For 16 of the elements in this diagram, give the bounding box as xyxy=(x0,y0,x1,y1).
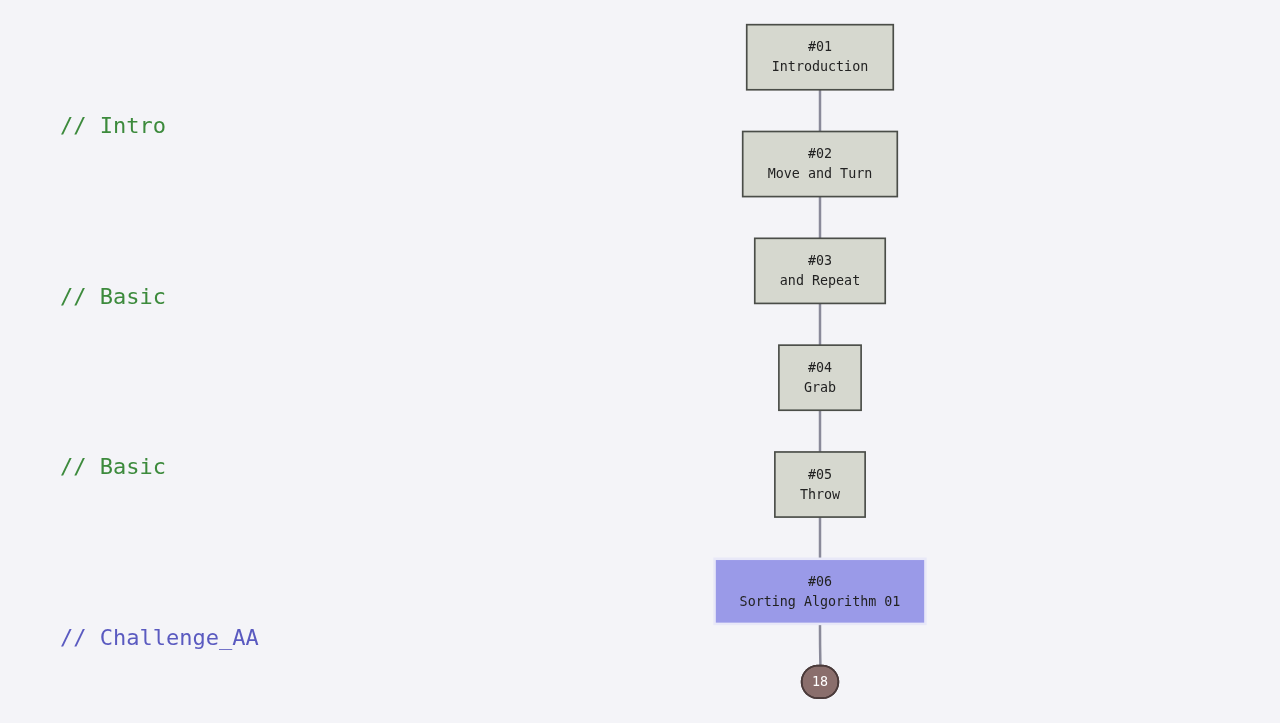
code-comment: // Challenge_AA xyxy=(60,625,260,651)
connector xyxy=(818,517,822,559)
code-comment: // Intro xyxy=(60,112,167,138)
connector xyxy=(818,410,822,453)
node-box: #01 Introduction xyxy=(745,23,895,91)
code-comment: // Basic xyxy=(60,454,167,480)
connector xyxy=(818,623,822,667)
node-box: #03 and Repeat xyxy=(753,237,887,305)
node-box: #05 Throw xyxy=(774,451,866,518)
node-box: #06 Sorting Algorithm 01 xyxy=(713,557,927,626)
connector xyxy=(818,303,822,346)
node-box: #02 Move and Turn xyxy=(741,130,899,198)
code-comment: // Basic xyxy=(60,283,167,309)
connector xyxy=(818,196,822,239)
connector xyxy=(818,89,822,132)
node-box: #04 Grab xyxy=(778,344,862,412)
